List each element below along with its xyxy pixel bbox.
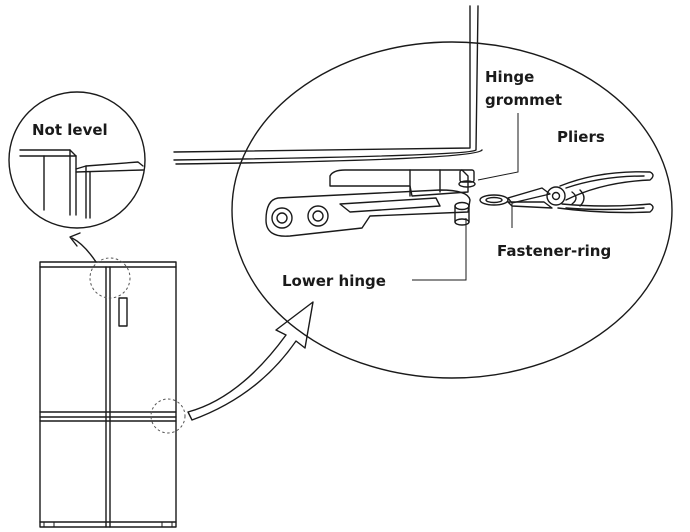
fastener-ring-label: Fastener-ring (497, 242, 611, 260)
top-hinge-marker (89, 257, 131, 299)
lower-hinge-marker (150, 398, 186, 434)
hinge-grommet-label-line2: grommet (485, 91, 562, 109)
lower-hinge-label: Lower hinge (282, 272, 386, 290)
not-level-detail (8, 91, 146, 229)
hinge-grommet-leader (477, 113, 519, 181)
lower-hinge-leader (412, 218, 467, 281)
pliers-label: Pliers (557, 128, 605, 146)
arrow-to-not-level (69, 232, 97, 263)
door-edge (173, 5, 483, 165)
pliers-tool (507, 171, 654, 214)
hinge-detail-ellipse (231, 41, 673, 379)
lower-hinge-assembly (265, 169, 476, 237)
not-level-label: Not level (32, 121, 108, 139)
fastener-ring (479, 194, 509, 206)
arrow-to-hinge-detail (187, 301, 314, 421)
water-dispenser (118, 297, 128, 327)
refrigerator (39, 261, 177, 528)
hinge-grommet-label-line1: Hinge (485, 68, 534, 86)
